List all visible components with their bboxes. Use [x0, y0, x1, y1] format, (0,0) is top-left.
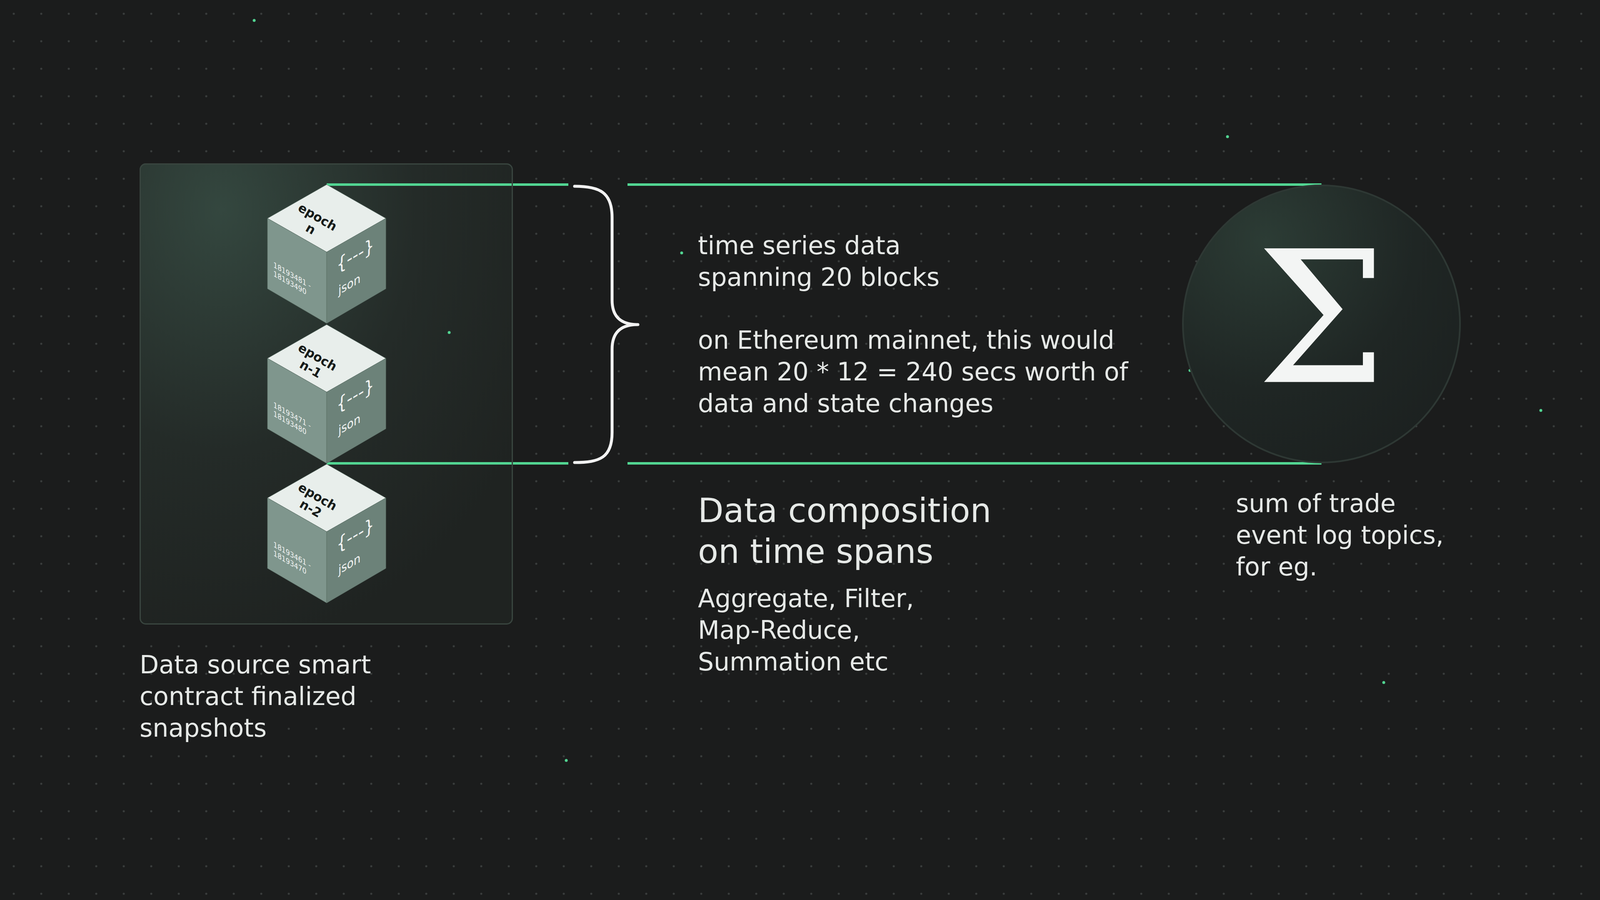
- epoch-cube: epoch n-118193471 - 18193480{---}json: [267, 324, 386, 464]
- panel-fill: [139, 163, 513, 625]
- accent-dots: [252, 19, 1543, 763]
- panel-caption: Data source smart contract finalized sna…: [139, 648, 440, 744]
- sigma-symbol: Σ: [1256, 226, 1387, 410]
- sum-circle: [1182, 185, 1460, 463]
- note-text: on Ethereum mainnet, this would mean 20 …: [697, 324, 1157, 420]
- connector-line: [326, 183, 1322, 186]
- circle-caption: sum of trade event log topics, for eg.: [1235, 487, 1461, 583]
- snapshot-panel: Data source smart contract finalized sna…: [139, 163, 513, 625]
- connector-line: [326, 462, 1322, 465]
- epoch-cube: epoch n-218193461 - 18193470{---}json: [267, 464, 386, 603]
- operation-list: Aggregate, Filter, Map-Reduce, Summation…: [697, 582, 973, 678]
- curly-brace: [574, 186, 638, 463]
- sum-node: Σsum of trade event log topics, for eg.: [1182, 184, 1461, 464]
- note-text: time series data spanning 20 blocks: [697, 229, 998, 293]
- epoch-cube: epoch n18193481 - 18193490{---}json: [267, 184, 386, 324]
- cube-right-face: [326, 218, 386, 324]
- cube-right-face: [326, 358, 386, 464]
- cube-right-face: [326, 497, 386, 603]
- section-heading: Data composition on time spans: [697, 490, 1019, 573]
